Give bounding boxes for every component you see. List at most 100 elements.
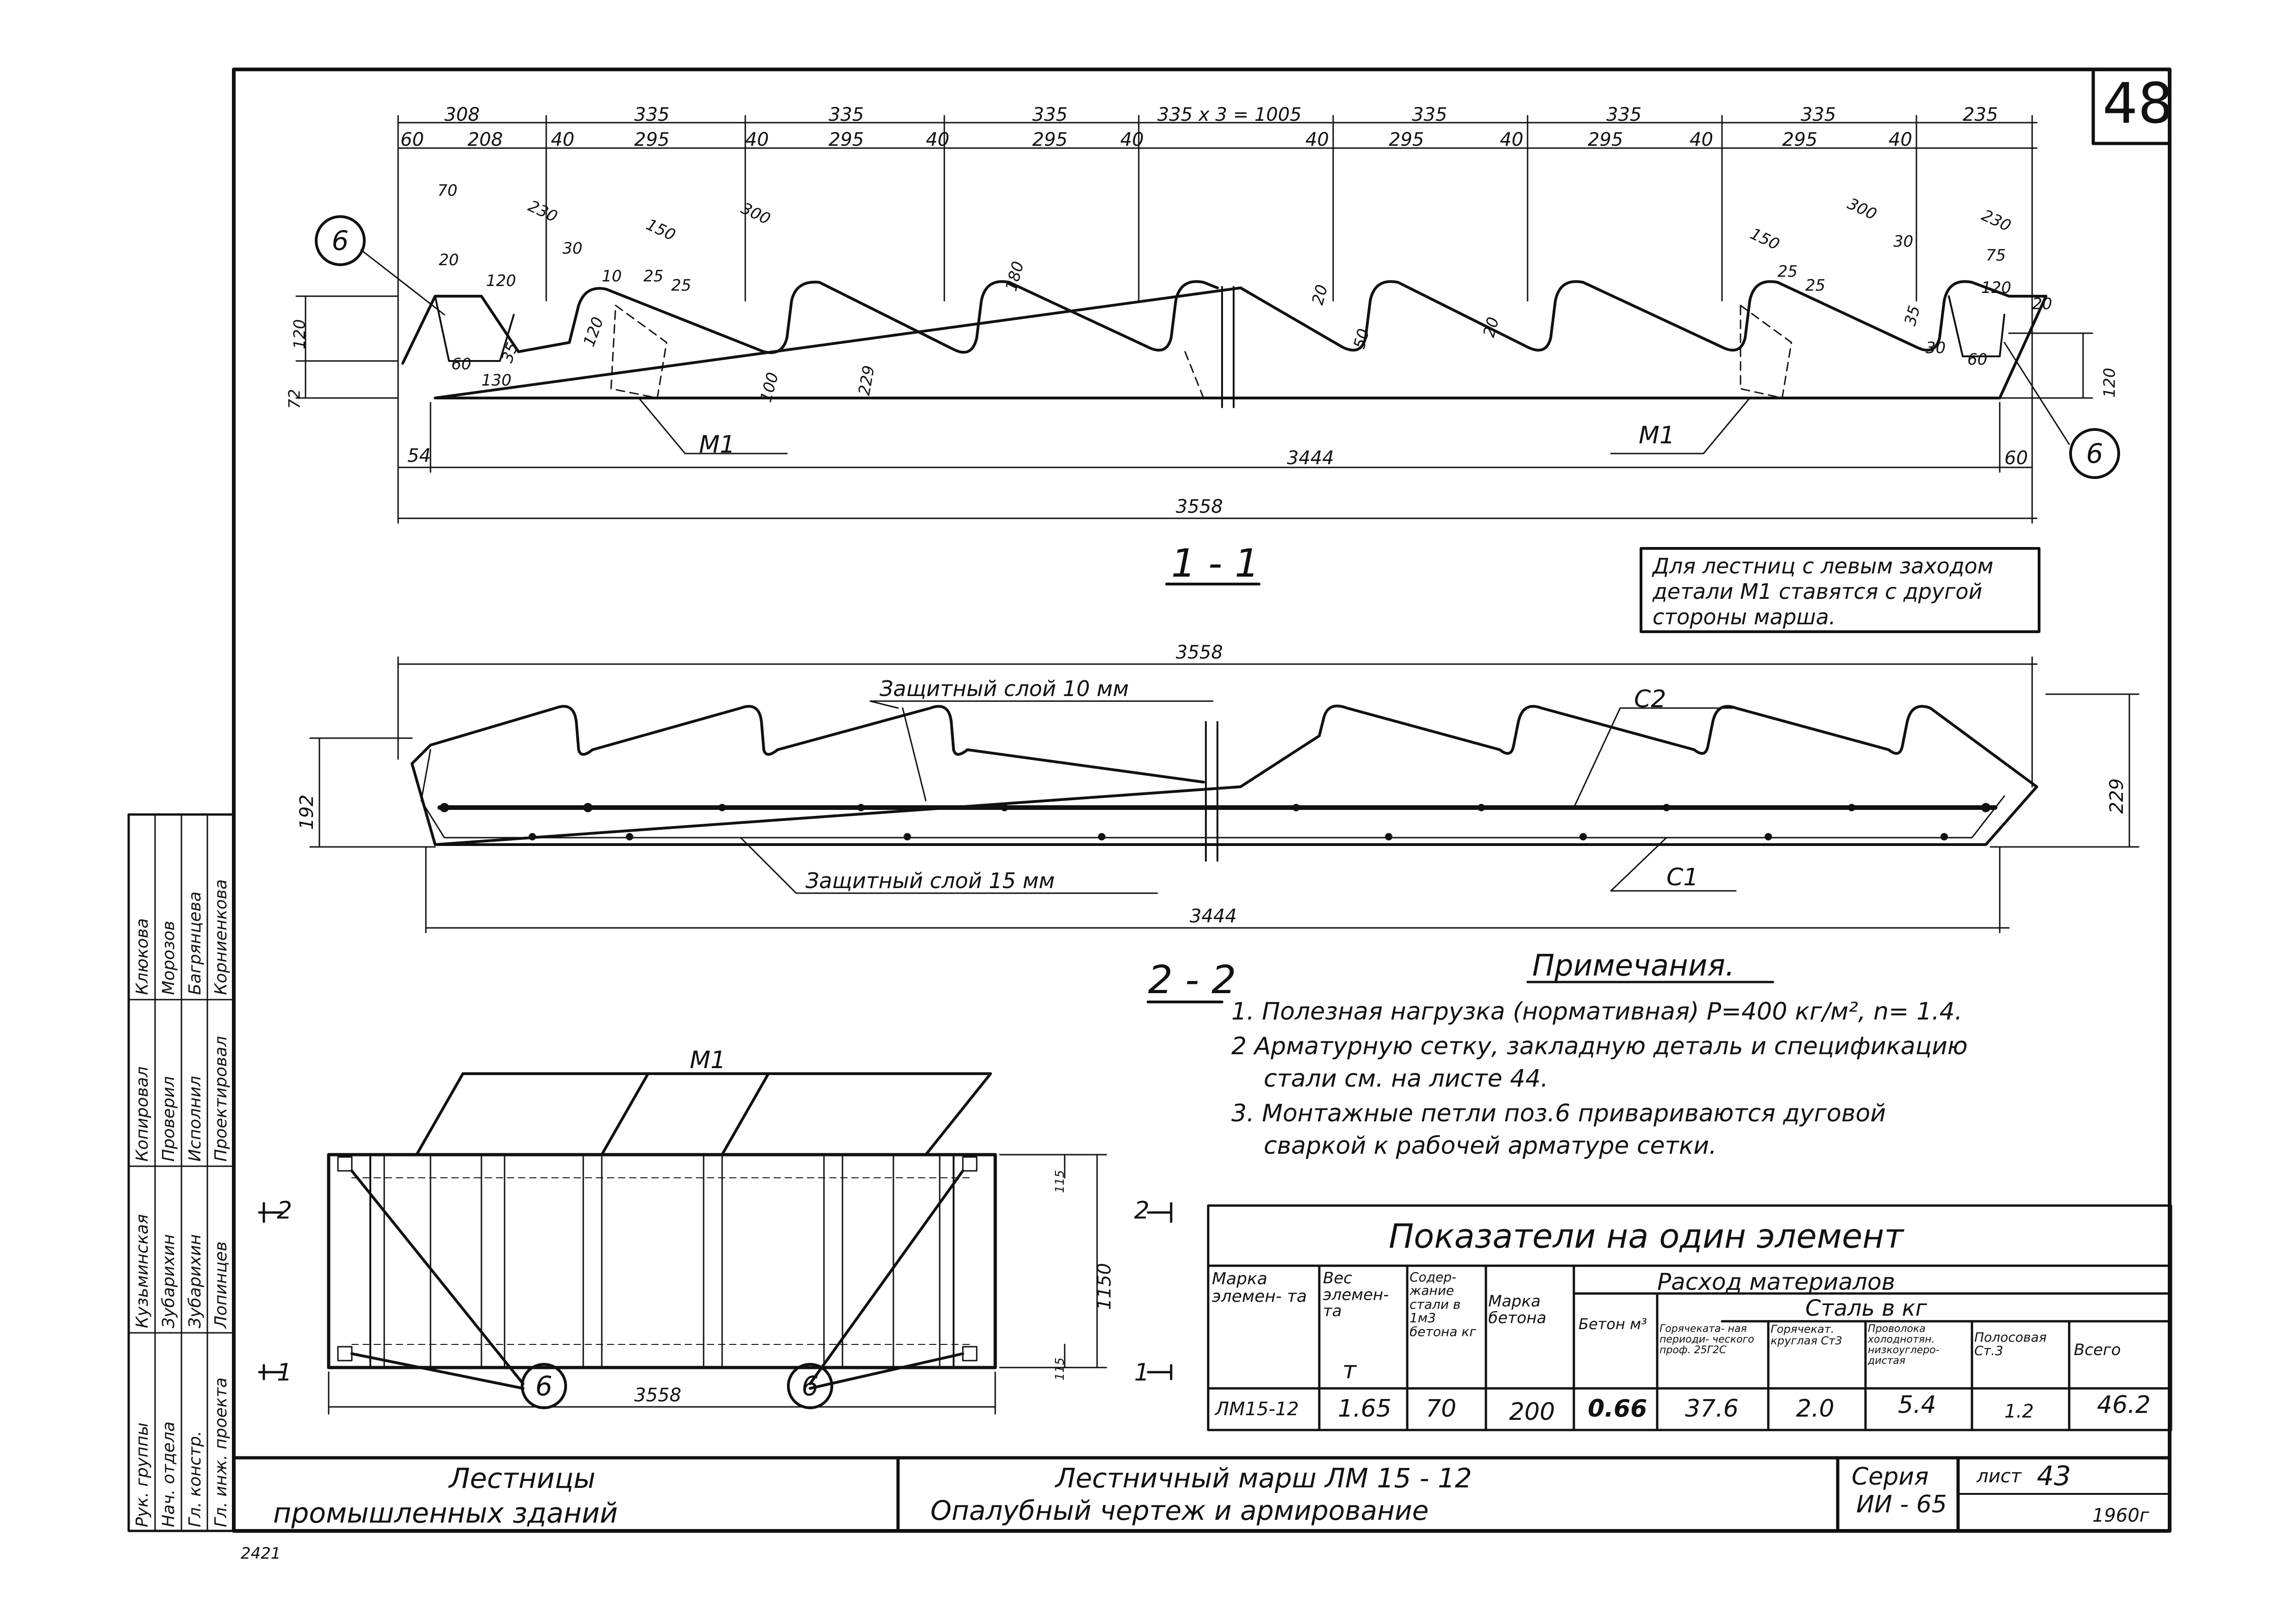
tb-year: 1960г xyxy=(2092,1505,2149,1526)
dim-label: 335 xyxy=(634,104,670,125)
callout-6-left: 6 xyxy=(315,215,366,266)
col-header-mark: Марка элемен- та xyxy=(1212,1270,1307,1306)
s2-protect-bottom: Защитный слой 15 мм xyxy=(805,868,1055,893)
tb-sheet-value: 43 xyxy=(2037,1460,2071,1492)
detail-dim: 30 xyxy=(1893,232,1914,251)
dim-label: 295 xyxy=(1588,129,1623,150)
rebar-dots xyxy=(440,803,1990,840)
dim-label: 295 xyxy=(1032,129,1068,150)
plan-view xyxy=(258,1072,1173,1415)
detail-dim: 25 xyxy=(643,267,664,286)
note-item: 3. Монтажные петли поз.6 привариваются д… xyxy=(1231,1100,1886,1127)
dim-label: 208 xyxy=(468,129,503,150)
sig-role: Нач. отдела xyxy=(159,1421,178,1527)
detail-dim: 130 xyxy=(481,371,512,390)
detail-dim: 120 xyxy=(2100,367,2119,398)
table-materials-header: Расход материалов xyxy=(1657,1269,1896,1295)
table-title: Показатели на один элемент xyxy=(1389,1217,1904,1256)
callout-6-right: 6 xyxy=(2069,428,2120,479)
tb-sheet-label: лист xyxy=(1977,1466,2021,1487)
tb-series-value: ИИ - 65 xyxy=(1856,1491,1947,1518)
dim-label: 60 xyxy=(400,129,424,150)
detail-dim: 10 xyxy=(602,267,622,286)
col-header-wire: Проволока холоднотян. низкоуглеро- диста… xyxy=(1868,1324,1940,1367)
dim-label: 40 xyxy=(1690,129,1713,150)
plan-section-2-right: 2 xyxy=(1134,1197,1150,1225)
sig-name: Морозов xyxy=(159,920,178,995)
row-concrete-grade: 200 xyxy=(1509,1398,1555,1426)
plan-mark-m1: М1 xyxy=(690,1046,726,1074)
plan-section-1-right: 1 xyxy=(1134,1359,1150,1387)
tb-left-line2: промышленных зданий xyxy=(273,1497,618,1530)
dim-label: 40 xyxy=(1500,129,1523,150)
section-2-2-title: 2 - 2 xyxy=(1148,957,1236,1002)
sig-name: Кузьминская xyxy=(133,1214,152,1328)
detail-dim: 70 xyxy=(437,181,458,200)
sig-role: Проверил xyxy=(159,1076,178,1162)
plan-callout-6-left: 6 xyxy=(521,1363,567,1409)
col-header-steel-content: Содер- жание стали в 1м3 бетона кг xyxy=(1410,1270,1476,1338)
row-strip: 1.2 xyxy=(2004,1401,2034,1422)
section-2-2-dim-lines xyxy=(309,656,2140,1003)
note-item: стали см. на листе 44. xyxy=(1264,1065,1548,1093)
plan-edge-top: 115 xyxy=(1053,1170,1067,1193)
detail-dim: 75 xyxy=(1986,246,2006,265)
plan-edge-bottom: 115 xyxy=(1053,1357,1067,1380)
bottom-dim-middle: 3444 xyxy=(1287,448,1334,469)
row-weight: 1.65 xyxy=(1338,1395,1391,1423)
table-grid xyxy=(1207,1204,2172,1431)
section-1-1-dim-lines xyxy=(295,115,2093,585)
note-line: детали М1 ставятся с другой xyxy=(1653,579,1983,604)
detail-dim: 25 xyxy=(1805,276,1826,295)
s2-right-height: 229 xyxy=(2106,778,2128,814)
note-item: сваркой к рабочей арматуре сетки. xyxy=(1264,1132,1717,1160)
detail-dim: 60 xyxy=(1967,350,1988,369)
bottom-dim-left: 54 xyxy=(407,445,431,466)
dim-label: 40 xyxy=(1889,129,1912,150)
tb-center-line1: Лестничный марш ЛМ 15 - 12 xyxy=(1055,1462,1472,1494)
s2-top-length: 3558 xyxy=(1176,642,1223,663)
note-line: стороны марша. xyxy=(1653,604,1836,629)
dim-label: 335 xyxy=(1606,104,1642,125)
stamp-number: 2421 xyxy=(241,1544,281,1563)
note-item: 1. Полезная нагрузка (нормативная) Р=400… xyxy=(1231,998,1963,1026)
row-total: 46.2 xyxy=(2097,1391,2151,1419)
col-header-weight: Вес элемен- та xyxy=(1323,1270,1389,1320)
note-line: Для лестниц с левым заходом xyxy=(1653,553,1994,578)
detail-dim: 60 xyxy=(451,355,472,373)
s2-left-height: 192 xyxy=(296,794,318,830)
dim-label: 295 xyxy=(1389,129,1424,150)
mark-m1-right: М1 xyxy=(1639,422,1675,449)
dim-label: 308 xyxy=(444,104,480,125)
sig-role: Гл. констр. xyxy=(186,1430,205,1527)
s2-protect-top: Защитный слой 10 мм xyxy=(880,676,1129,701)
sig-name: Багрянцева xyxy=(186,891,205,995)
detail-dim: 20 xyxy=(2032,295,2053,313)
row-wire: 5.4 xyxy=(1898,1391,1936,1419)
col-header-total: Всего xyxy=(2074,1342,2121,1359)
dim-label: 335 xyxy=(1032,104,1068,125)
plan-section-1-left: 1 xyxy=(277,1359,293,1387)
mark-m1-left: М1 xyxy=(699,431,735,459)
detail-dim: 120 xyxy=(1981,279,2011,297)
signature-strip-grid xyxy=(127,813,235,1532)
detail-dim: 229 xyxy=(855,364,879,397)
sig-role: Гл. инж. проекта xyxy=(212,1377,231,1527)
row-concrete: 0.66 xyxy=(1588,1395,1647,1423)
tb-series-label: Серия xyxy=(1852,1463,1929,1491)
dim-label: 335 x 3 = 1005 xyxy=(1157,104,1302,125)
s2-bottom-length: 3444 xyxy=(1190,906,1237,927)
col-header-steel1: Горячеката- ная периоди- ческого проф. 2… xyxy=(1660,1324,1754,1356)
sig-role: Исполнил xyxy=(186,1076,205,1162)
dim-label: 40 xyxy=(1305,129,1329,150)
row-steel1: 37.6 xyxy=(1685,1395,1739,1423)
col-header-concrete-grade: Марка бетона xyxy=(1488,1293,1547,1327)
tb-left-line1: Лестницы xyxy=(449,1462,596,1495)
detail-dim: 120 xyxy=(486,272,516,290)
section-2-2-profile xyxy=(411,704,2038,862)
dim-label: 295 xyxy=(1782,129,1818,150)
detail-dim: 30 xyxy=(562,239,583,258)
dim-label: 335 xyxy=(1801,104,1836,125)
col-header-steel2: Горячекат. круглая Ст3 xyxy=(1771,1324,1842,1347)
